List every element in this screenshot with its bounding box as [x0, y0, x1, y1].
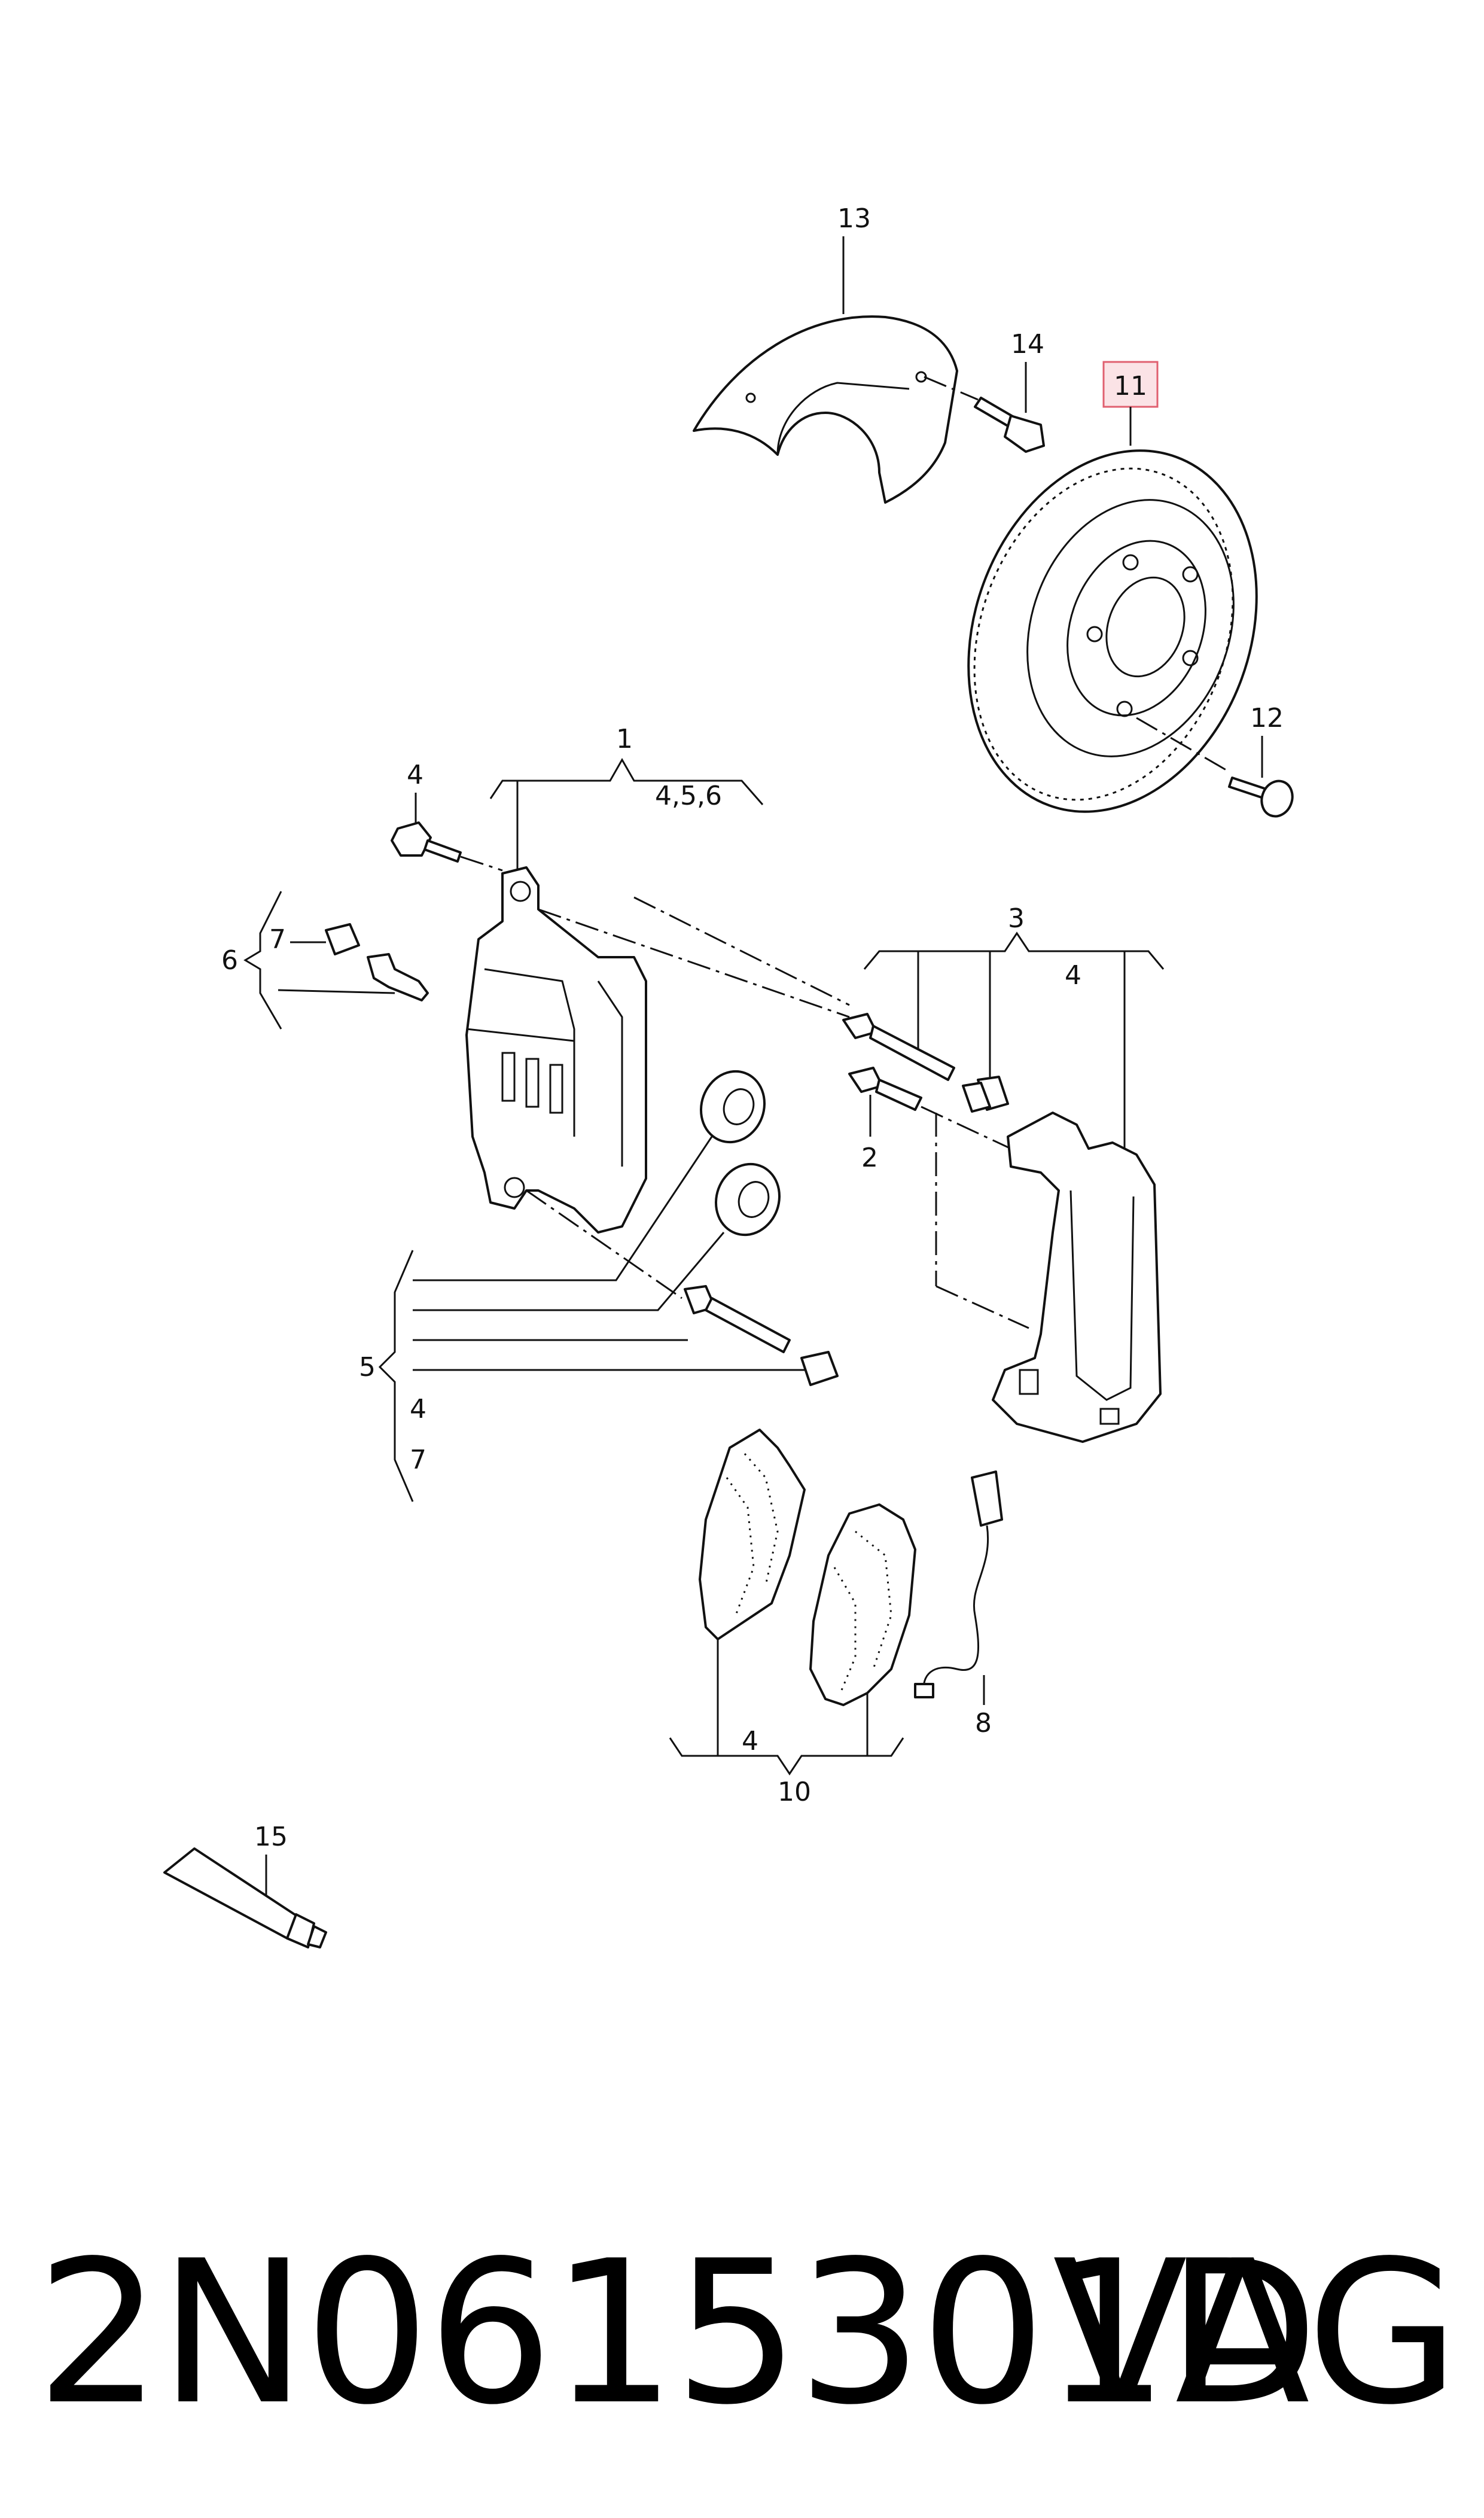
callout-8: 8 [975, 1708, 992, 1738]
part-bolt-14 [974, 397, 1045, 453]
callout-14: 14 [1011, 329, 1044, 360]
footer: 2N0615301D VAG [24, 2213, 1459, 2465]
callout-2: 2 [861, 1143, 878, 1173]
callout-5: 5 [359, 1352, 376, 1383]
part-caliper-carrier [992, 1112, 1162, 1443]
part-brake-pad-inner [699, 1429, 806, 1640]
callout-11-highlight-box [1102, 361, 1159, 408]
part-splash-shield [693, 315, 958, 504]
callout-6: 6 [221, 945, 238, 976]
callout-11: 11 [1114, 371, 1147, 401]
part-carrier-bolt-upper [842, 1013, 955, 1081]
callout-3: 3 [1008, 903, 1025, 934]
part-number: 2N0615301D [36, 2218, 1319, 2448]
part-brake-caliper [465, 866, 647, 1234]
brand-label: VAG [1052, 2218, 1459, 2448]
part-bleed-cap [325, 923, 360, 955]
callout-13: 13 [837, 203, 871, 234]
exploded-brake-diagram: 13 14 11 12 1 4,5,6 4 6 [163, 203, 1294, 1948]
part-bleed-screw [367, 953, 429, 1001]
part-guide-pin [684, 1285, 791, 1353]
callout-5-sub-a: 4 [410, 1394, 426, 1424]
callout-7: 7 [269, 924, 286, 955]
callout-1-sub: 4,5,6 [655, 781, 722, 811]
callout-10-sub: 4 [742, 1726, 758, 1756]
part-grease-tube [163, 1847, 327, 1948]
callout-1: 1 [616, 724, 633, 754]
part-brake-disc [967, 449, 1258, 813]
part-seal-ring-2 [715, 1162, 781, 1237]
callout-10: 10 [778, 1777, 811, 1807]
part-disc-screw [1228, 777, 1294, 818]
part-bushing-2 [962, 1082, 991, 1113]
callout-15: 15 [254, 1822, 288, 1852]
callout-3-sub: 4 [1065, 960, 1081, 991]
part-carrier-bolt-lower [848, 1067, 922, 1111]
callout-4-bolt: 4 [407, 760, 423, 790]
part-wear-sensor [914, 1470, 1003, 1698]
part-seal-ring-1 [700, 1070, 766, 1144]
part-caliper-bolt [391, 821, 462, 863]
part-brake-pad-outer [809, 1503, 916, 1706]
callout-12: 12 [1250, 703, 1284, 733]
callout-5-sub-b: 7 [410, 1445, 426, 1475]
part-guide-cap [800, 1351, 839, 1386]
